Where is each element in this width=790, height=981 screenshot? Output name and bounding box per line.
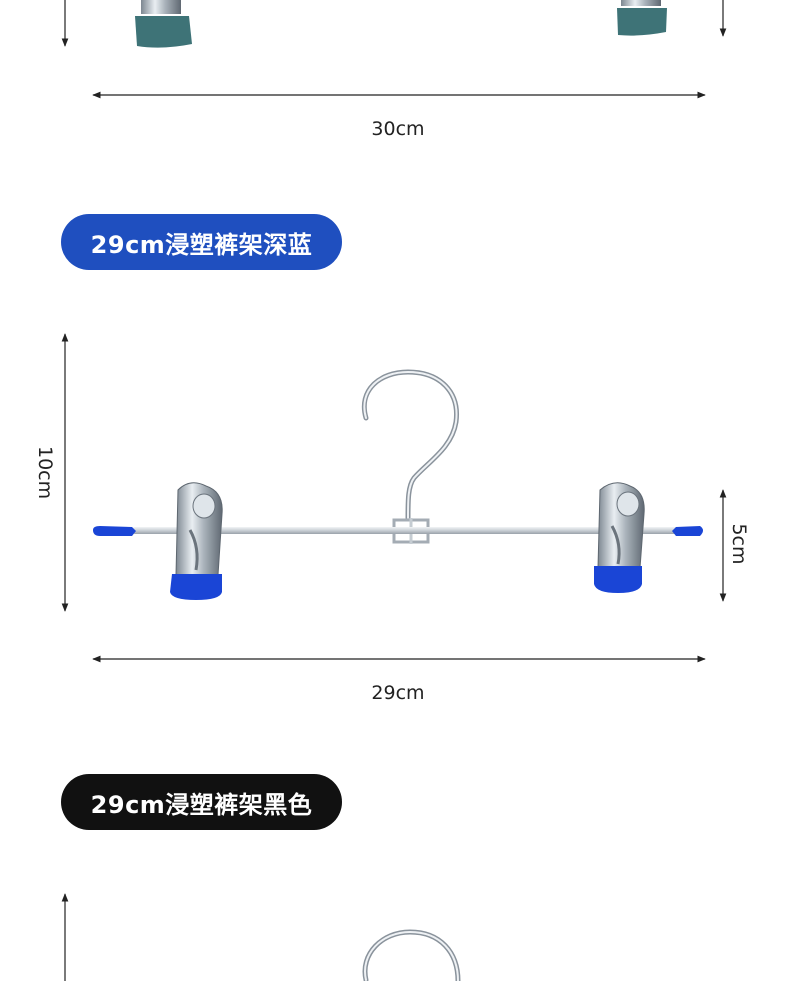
- variant-badge-navy: 29cm浸塑裤架深蓝: [61, 214, 342, 270]
- variant-badge-black: 29cm浸塑裤架黑色: [61, 774, 342, 830]
- right-clip: [594, 482, 645, 593]
- hanger-hook: [362, 929, 461, 981]
- left-bar-tip: [93, 526, 136, 536]
- clip-height-label: 5cm: [728, 523, 750, 565]
- right-bar-tip: [672, 526, 703, 536]
- hanger-bar: [132, 527, 678, 534]
- hanger-hook: [361, 369, 459, 521]
- left-clip: [135, 0, 192, 48]
- width-label: 29cm: [371, 682, 425, 704]
- left-clip: [170, 482, 223, 600]
- right-clip: [617, 0, 667, 36]
- height-label: 10cm: [34, 446, 56, 500]
- width-label: 30cm: [371, 118, 425, 140]
